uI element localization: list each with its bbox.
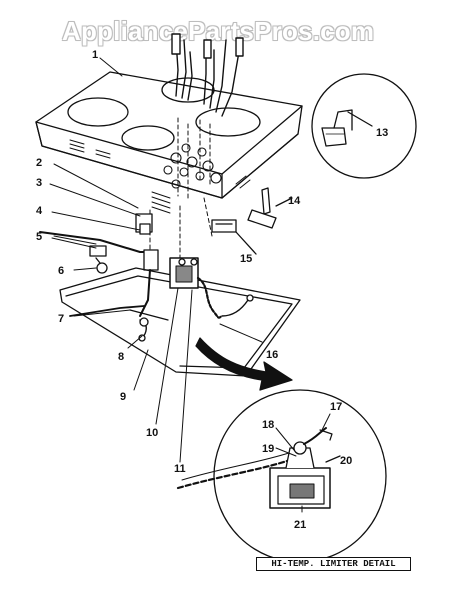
wire-harness (69, 305, 149, 342)
part-15-bracket (211, 219, 257, 255)
callout-9: 9 (120, 391, 126, 403)
limiter-assembly (169, 257, 254, 319)
detail-circle (176, 389, 387, 563)
callout-3: 3 (36, 177, 42, 189)
terminal-cluster (163, 143, 222, 189)
callout-13: 13 (376, 127, 388, 139)
callout-16: 16 (266, 349, 278, 361)
part-14-clip (247, 187, 293, 229)
callout-4: 4 (36, 205, 43, 217)
callout-21: 21 (294, 519, 306, 531)
callout-labels: 1 2 3 4 5 6 7 8 9 10 11 13 14 15 16 17 1… (36, 49, 388, 531)
callout-11: 11 (174, 463, 186, 475)
callout-2: 2 (36, 157, 42, 169)
callout-5: 5 (36, 231, 42, 243)
callout-6: 6 (58, 265, 64, 277)
zoom-arrow (195, 337, 293, 391)
switch-assembly (39, 213, 159, 317)
callout-1: 1 (92, 49, 98, 61)
explode-lines (149, 117, 213, 271)
callout-17: 17 (330, 401, 342, 413)
callout-18: 18 (262, 419, 274, 431)
callout-10: 10 (146, 427, 158, 439)
callout-15: 15 (240, 253, 252, 265)
callout-14: 14 (288, 195, 301, 207)
callout-8: 8 (118, 351, 124, 363)
watermark: AppliancePartsPros.com (62, 16, 375, 46)
leader-lines (49, 57, 331, 513)
zoom-circle-top (311, 73, 417, 179)
callout-19: 19 (262, 443, 274, 455)
callout-20: 20 (340, 455, 352, 467)
callout-7: 7 (58, 313, 64, 325)
lead-wires (171, 33, 244, 117)
detail-label: HI-TEMP. LIMITER DETAIL (256, 557, 411, 571)
cooktop-top (35, 71, 303, 214)
